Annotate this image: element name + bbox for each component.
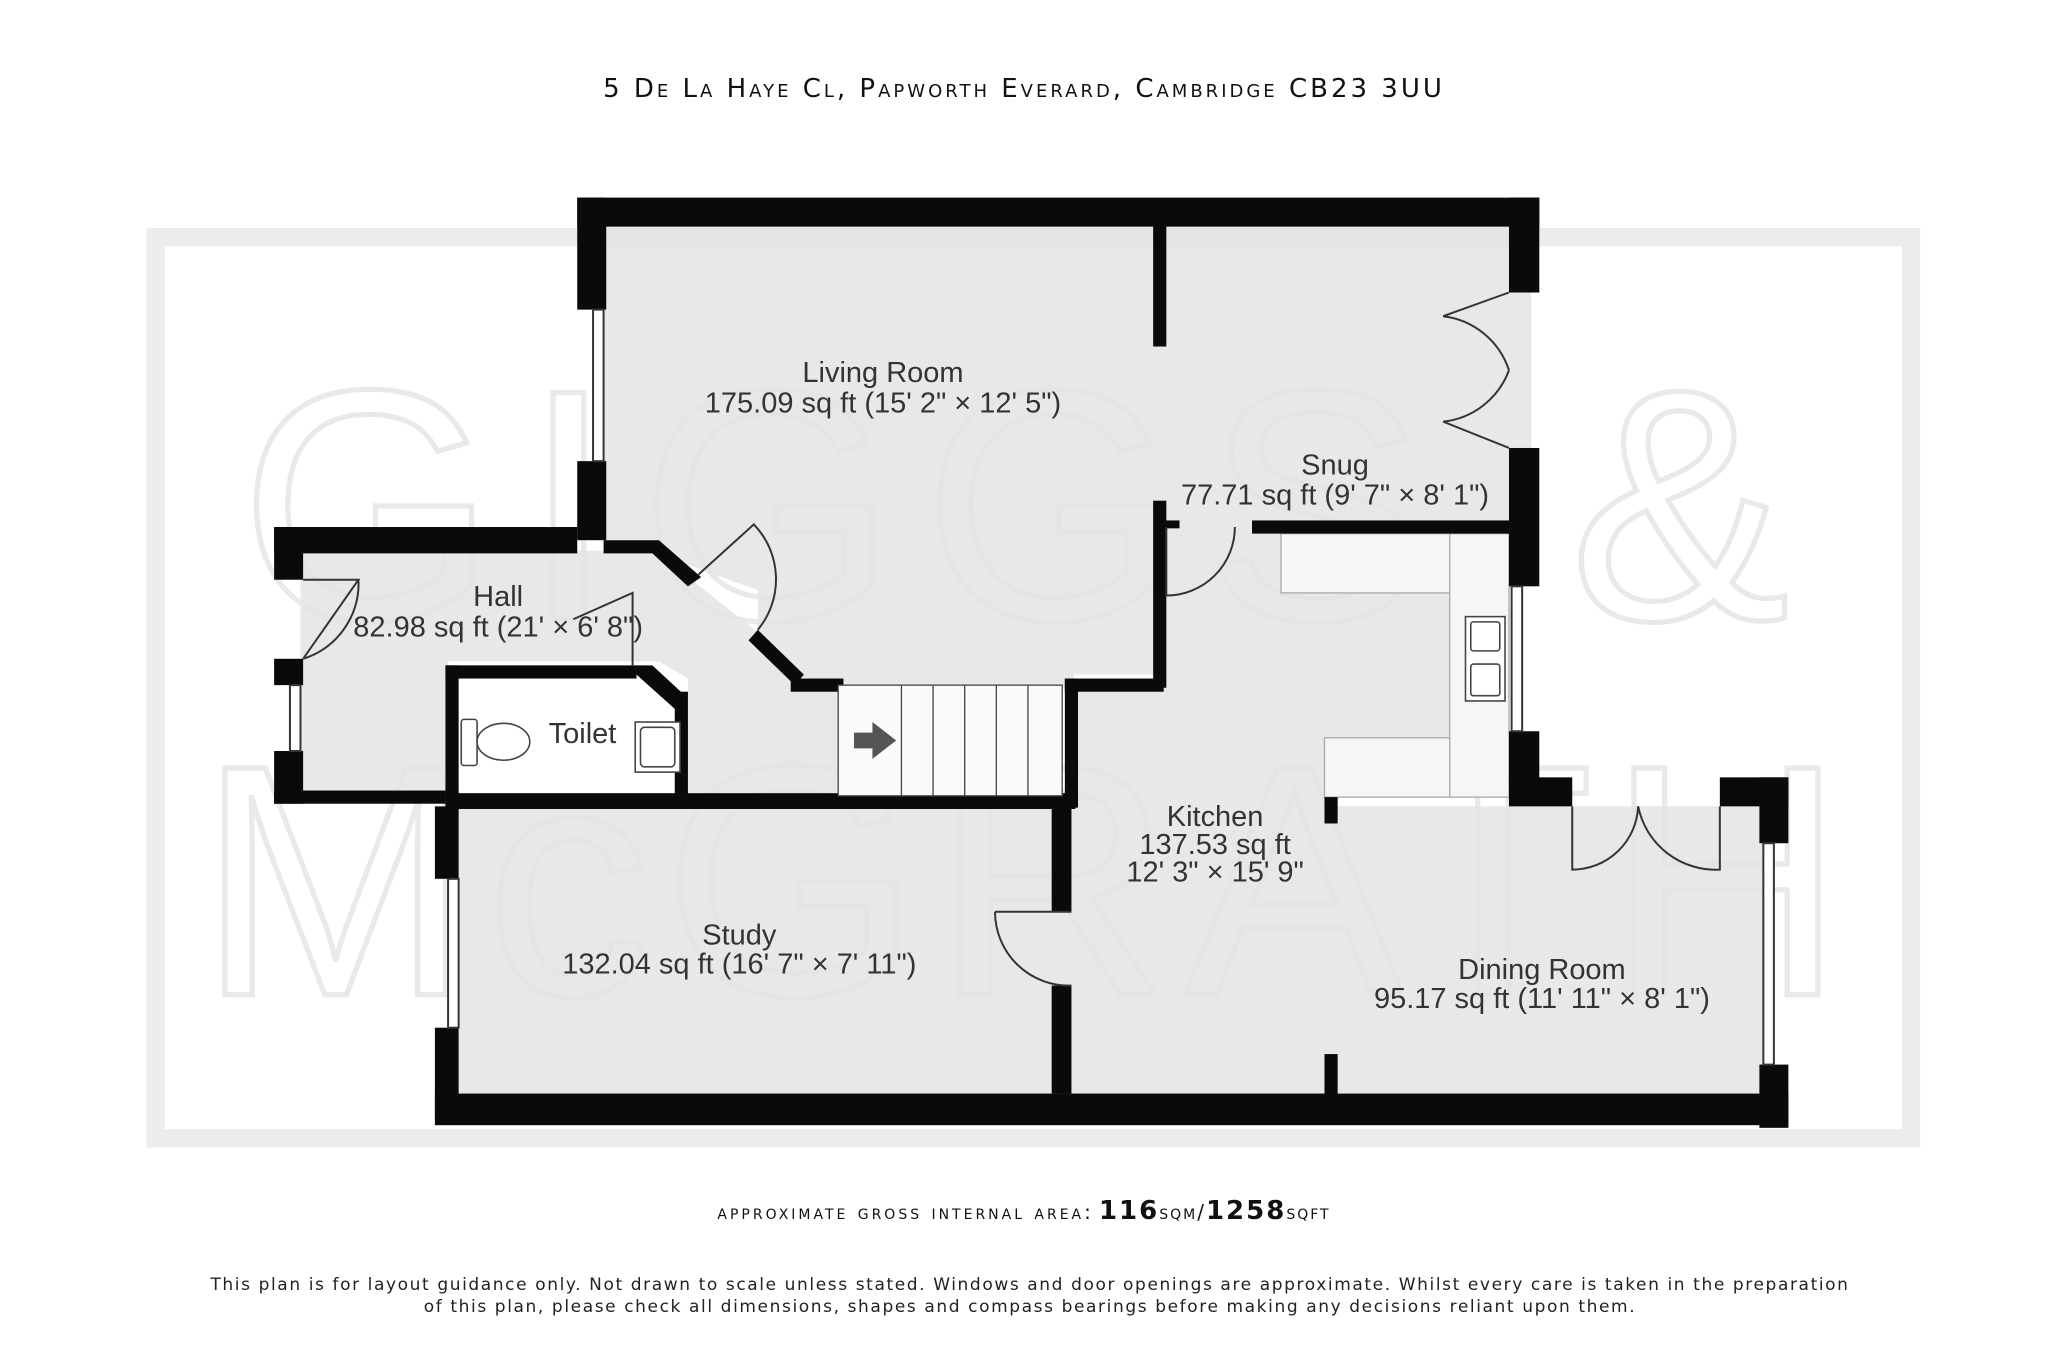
room-area-snug: 77.71 sq ft (9' 7" × 8' 1") (1181, 480, 1489, 512)
room-area-living-room: 175.09 sq ft (15' 2" × 12' 5") (705, 387, 1061, 419)
room-area-hall: 82.98 sq ft (21' × 6' 8") (353, 611, 643, 643)
gross-area-label: approximate gross internal area: (717, 1200, 1094, 1224)
double-sink-icon (1464, 615, 1506, 702)
walls (274, 197, 1789, 1128)
room-name-toilet: Toilet (549, 718, 617, 750)
room-name-study: Study (702, 920, 777, 952)
sqm-value: 116 (1098, 1196, 1160, 1226)
sqft-unit: sqft (1286, 1200, 1331, 1224)
room-area-kitchen: 137.53 sq ft (1139, 829, 1291, 861)
sqm-unit: sqm/ (1159, 1200, 1206, 1224)
room-name-living-room: Living Room (802, 357, 963, 389)
room-name-hall: Hall (473, 581, 523, 613)
room-area-dining-room: 95.17 sq ft (11' 11" × 8' 1") (1374, 983, 1710, 1015)
room-dims-kitchen: 12' 3" × 15' 9" (1126, 856, 1304, 888)
windows (288, 308, 1775, 1066)
room-name-dining-room: Dining Room (1458, 954, 1626, 986)
property-address: 5 De La Haye Cl, Papworth Everard, Cambr… (603, 74, 1445, 104)
disclaimer: This plan is for layout guidance only. N… (210, 1275, 1850, 1317)
toilet-icon (460, 718, 531, 767)
floors (300, 221, 1773, 1097)
basin-icon (634, 721, 681, 773)
room-area-study: 132.04 sq ft (16' 7" × 7' 11") (562, 949, 916, 981)
gross-internal-area: approximate gross internal area: 116sqm/… (0, 1196, 2048, 1226)
sqft-value: 1258 (1205, 1196, 1287, 1226)
stairs-up-arrow-icon (853, 722, 897, 759)
room-name-snug: Snug (1301, 449, 1369, 481)
room-name-kitchen: Kitchen (1167, 801, 1264, 833)
doors (302, 291, 1721, 987)
